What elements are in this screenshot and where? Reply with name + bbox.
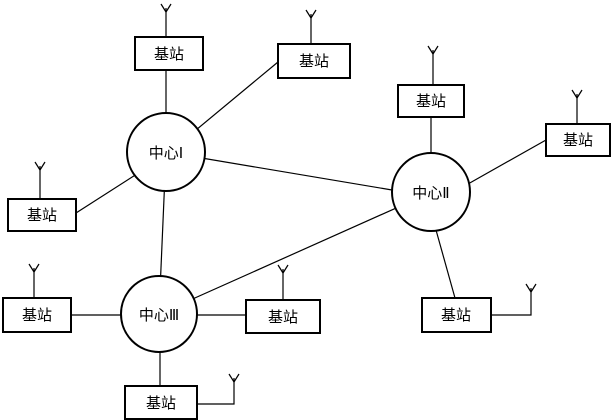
base-station-label: 基站: [441, 306, 471, 324]
base-station-box: 基站: [124, 385, 198, 420]
center-label: 中心Ⅱ: [412, 184, 449, 202]
link-center1-station2: [195, 61, 279, 131]
base-station-label: 基站: [268, 308, 298, 326]
base-station-label: 基站: [27, 206, 57, 224]
base-station-box: 基站: [245, 299, 321, 334]
antenna-icon: [305, 9, 317, 44]
base-station-label: 基站: [146, 394, 176, 412]
base-station-box: 基站: [421, 297, 492, 333]
base-station-box: 基站: [7, 198, 77, 232]
base-station-box: 基站: [277, 43, 351, 79]
centers: 中心Ⅰ 中心Ⅱ 中心Ⅲ: [120, 112, 471, 353]
base-station-box: 基站: [397, 84, 465, 118]
base-station-label: 基站: [563, 131, 593, 149]
antennas: [28, 3, 583, 405]
antenna-icon: [34, 161, 46, 199]
antenna-icon: [197, 373, 240, 405]
base-station-box: 基站: [545, 123, 611, 157]
antenna-icon: [277, 264, 289, 300]
base-station-label: 基站: [22, 306, 52, 324]
base-station-label: 基站: [416, 92, 446, 110]
antenna-icon: [571, 89, 583, 124]
center-label: 中心Ⅰ: [149, 144, 183, 162]
center-node: 中心Ⅲ: [120, 275, 198, 353]
base-station-box: 基站: [2, 297, 72, 333]
link-center2-station5: [467, 139, 547, 185]
antenna-icon: [427, 45, 439, 85]
link-center2-station6: [435, 229, 456, 299]
base-station-label: 基站: [299, 52, 329, 70]
link-center2-center3: [158, 191, 433, 315]
link-center1-station3: [75, 171, 141, 214]
antenna-icon: [160, 3, 172, 37]
center-node: 中心Ⅰ: [126, 112, 206, 192]
center-node: 中心Ⅱ: [391, 152, 471, 232]
antenna-icon: [491, 283, 537, 316]
base-station-box: 基站: [134, 36, 204, 71]
base-station-label: 基站: [154, 45, 184, 63]
base-stations: 基站 基站 基站 基站 基站 基站 基站 基站: [2, 36, 611, 420]
center-label: 中心Ⅲ: [139, 306, 179, 324]
antenna-icon: [28, 263, 40, 298]
